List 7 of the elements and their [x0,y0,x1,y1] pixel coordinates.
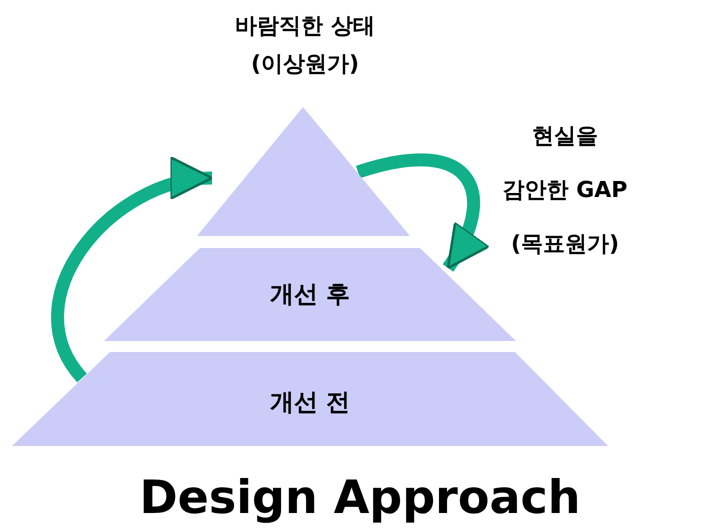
curved-arrow [356,154,490,272]
level-heading: 바람직한 상태 (이상원가) [234,13,376,79]
title: Design Approach [138,469,582,526]
curved-arrow [51,160,214,382]
level-label: 개선 전 [268,387,352,418]
pyramid-layer [12,352,608,446]
level-label: 개선 후 [268,279,352,310]
